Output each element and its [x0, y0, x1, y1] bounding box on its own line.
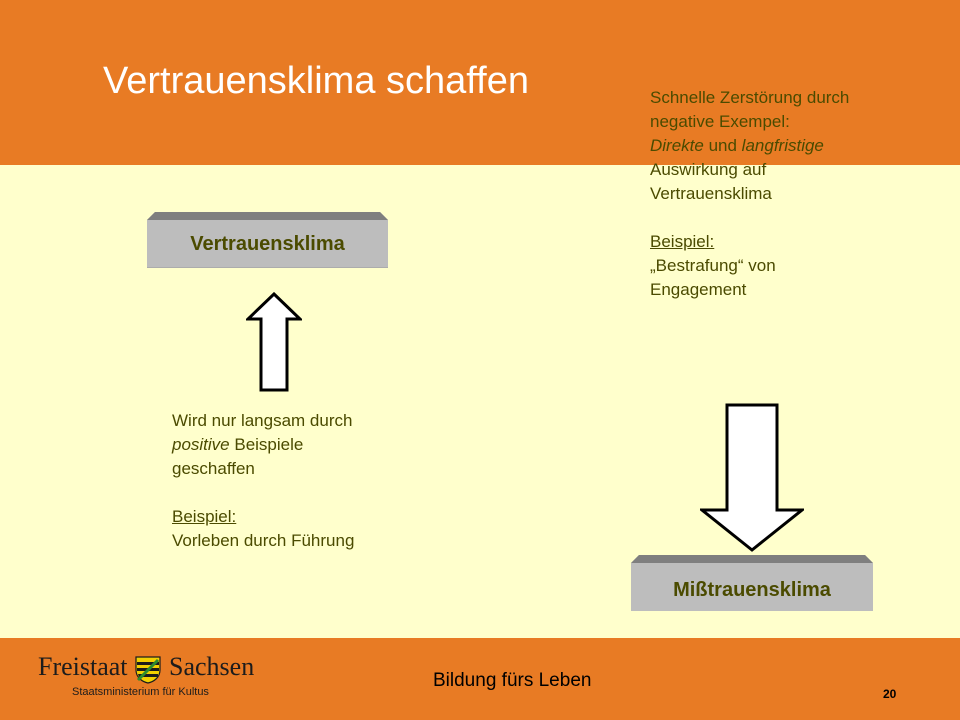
page-number: 20 [883, 687, 897, 701]
note-right-direkte: Direkte [650, 136, 704, 155]
saxony-crest-icon [135, 656, 161, 684]
distrust-climate-box-shape [631, 555, 873, 611]
note-right-langfristige: langfristige [741, 136, 824, 155]
trust-climate-label: Vertrauensklima [190, 233, 345, 255]
arrow-down-icon [700, 403, 804, 552]
footer-slogan: Bildung fürs Leben [433, 670, 592, 691]
slide-title: Vertrauensklima schaffen [103, 60, 529, 102]
note-right-example-line2: Engagement [650, 280, 747, 299]
distrust-climate-label: Mißtrauensklima [673, 579, 831, 601]
note-build-trust: Wird nur langsam durch positive Beispiel… [172, 409, 354, 553]
note-left-beispiele: Beispiele [229, 435, 304, 454]
note-right-line2: negative Exempel: [650, 112, 790, 131]
arrow-up-icon [246, 292, 302, 392]
note-left-example-label: Beispiel: [172, 507, 237, 526]
note-left-spacer [172, 481, 354, 505]
note-right-example-label: Beispiel: [650, 232, 715, 251]
note-right-line5: Vertrauensklima [650, 184, 772, 203]
note-right-line1: Schnelle Zerstörung durch [650, 88, 850, 107]
distrust-climate-box: Mißtrauensklima [631, 555, 873, 611]
trust-climate-box: Vertrauensklima [147, 212, 388, 268]
logo-subtitle: Staatsministerium für Kultus [72, 686, 209, 698]
note-left-example-line1: Vorleben durch Führung [172, 531, 355, 550]
logo-word-sachsen: Sachsen [169, 652, 255, 681]
logo-word-freistaat: Freistaat [38, 652, 128, 681]
note-right-line3: Direkte und langfristige [650, 134, 849, 158]
trust-climate-box-shape [147, 212, 388, 268]
note-left-line3: geschaffen [172, 459, 255, 478]
freistaat-sachsen-logo: Freistaat Sachsen Staatsministerium für … [38, 652, 268, 706]
note-left-positive: positive [172, 435, 230, 454]
note-left-line1: Wird nur langsam durch [172, 411, 353, 430]
note-right-spacer [650, 206, 849, 230]
note-right-line4: Auswirkung auf [650, 160, 767, 179]
note-right-example-line1: „Bestrafung“ von [650, 256, 776, 275]
note-left-line2: positive Beispiele [172, 433, 354, 457]
header-band [0, 0, 960, 165]
footer-band [0, 638, 960, 720]
note-destruction: Schnelle Zerstörung durch negative Exemp… [650, 86, 849, 302]
note-right-und: und [703, 136, 742, 155]
